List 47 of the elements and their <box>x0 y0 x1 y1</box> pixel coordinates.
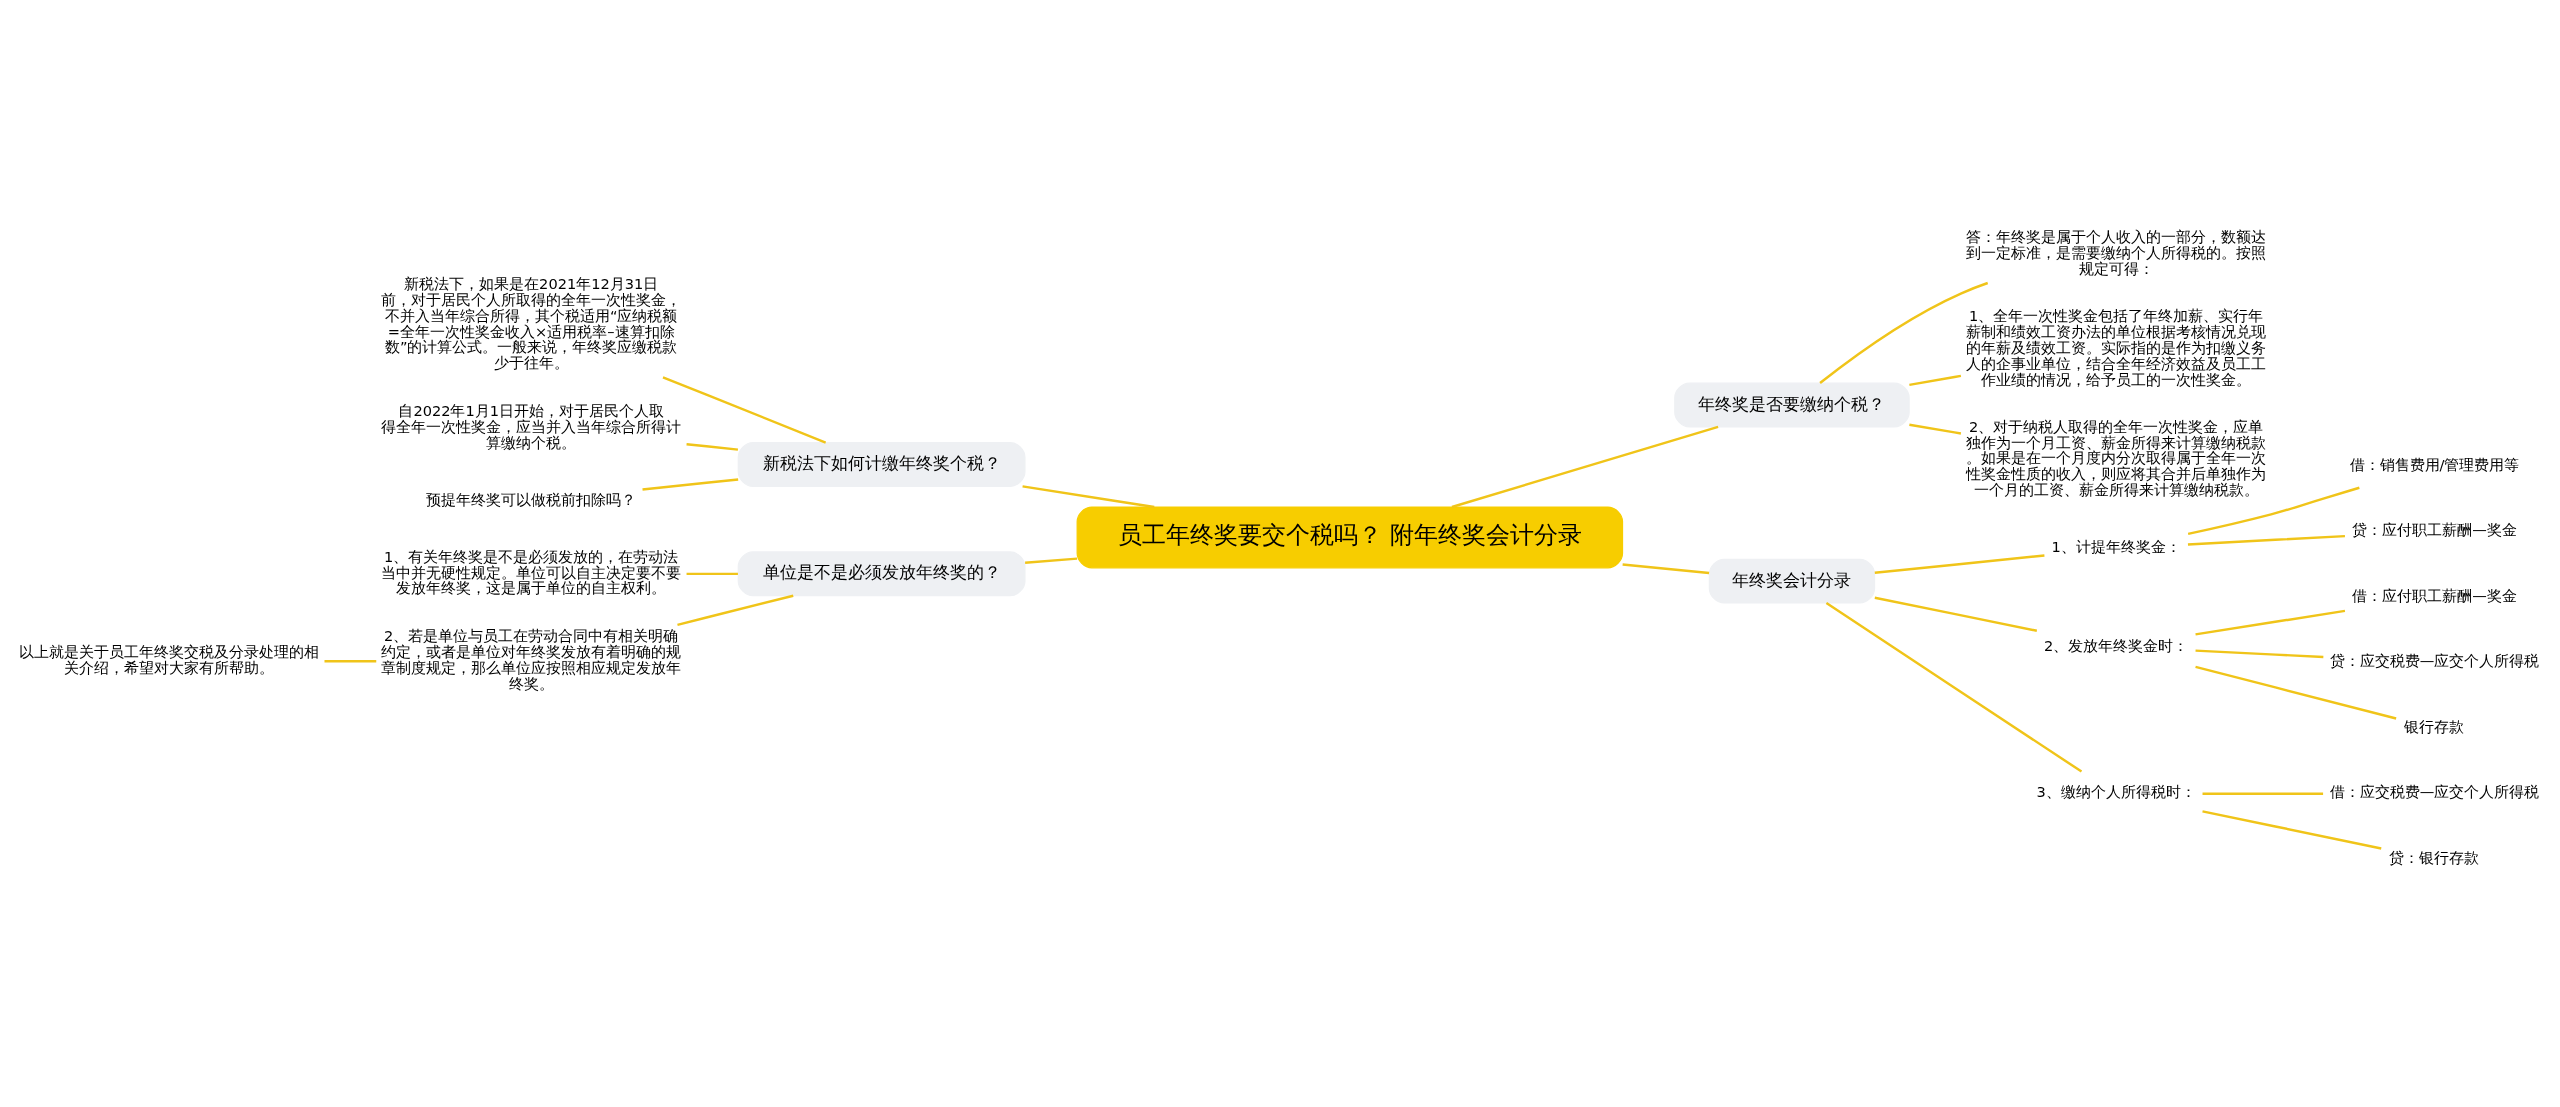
connector <box>1022 485 1155 509</box>
connector <box>1025 557 1078 564</box>
connector <box>2202 792 2324 795</box>
connector <box>686 572 738 576</box>
node-text: 答：年终奖是属于个人收入的一部分，数额达到一定标准，是需要缴纳个人所得税的。按照规定可得： <box>1966 228 2267 277</box>
connector <box>2195 665 2397 720</box>
node-text: 3、缴纳个人所得税时： <box>2036 783 2196 801</box>
connector <box>1622 563 1710 575</box>
node-box: 单位是不是必须发放年终奖的？ <box>737 551 1026 597</box>
connector <box>1874 596 2038 632</box>
node-text: 新税法下，如果是在2021年12月31日前，对于居民个人所取得的全年一次性奖金，不并入当年综合所得，其个税适用“应纳税额=全年一次性奖金收入×适用税率–速算扣除数”的计算公式。一般来说，年终奖应缴税款少于往年。 <box>381 275 682 372</box>
node-box: 年终奖是否要缴纳个税？ <box>1674 382 1910 428</box>
connector <box>662 376 827 444</box>
connector <box>2187 534 2345 546</box>
node-text: 借：应付职工薪酬—奖金 <box>2352 586 2517 604</box>
connector <box>2195 649 2324 659</box>
node-box: 新税法下如何计缴年终奖个税？ <box>737 442 1026 487</box>
node-text: 2、对于纳税人取得的全年一次性奖金，应单独作为一个月工资、薪金所得来计算缴纳税款。如果是在一个月度内分次取得属于全年一次性奖金性质的收入，则应将其合并后单独作为一个月的工资、薪金所得来计算缴纳税款。 <box>1966 417 2267 499</box>
node-text: 1、全年一次性奖金包括了年终加薪、实行年薪制和绩效工资办法的单位根据考核情况兑现的年薪及绩效工资。实际指的是作为扣缴义务人的企事业单位，结合全年经济效益及员工工作业绩的情况，给予员工的一次性奖金。 <box>1966 307 2267 388</box>
node-text: 借：销售费用/管理费用等 <box>2349 455 2520 473</box>
connector <box>1874 554 2045 574</box>
node-text: 借：应交税费—应交个人所得税 <box>2329 783 2540 801</box>
node-text: 自2022年1月1日开始，对于居民个人取得全年一次性奖金，应当并入当年综合所得计算缴纳个税。 <box>381 402 682 451</box>
node-text: 贷：应交税费—应交个人所得税 <box>2329 652 2540 670</box>
connector <box>1825 602 2083 773</box>
node-text: 2、发放年终奖金时： <box>2044 636 2189 654</box>
node-text: 贷：应付职工薪酬—奖金 <box>2352 521 2517 539</box>
connector <box>1819 281 1989 384</box>
node-text: 贷：银行存款 <box>2389 849 2480 867</box>
connector <box>686 443 739 451</box>
connector <box>1909 423 1962 435</box>
node-text: 1、计提年终奖金： <box>2051 538 2181 556</box>
connector <box>677 594 794 627</box>
node-text: 预提年终奖可以做税前扣除吗？ <box>426 490 637 508</box>
connector <box>642 478 739 491</box>
node-box: 年终奖会计分录 <box>1708 558 1876 604</box>
connector <box>324 660 377 663</box>
node-text: 2、若是单位与员工在劳动合同中有相关明确约定，或者是单位对年终奖发放有着明确的规章制度规定，那么单位应按照相应规定发放年终奖。 <box>381 627 682 692</box>
node-box: 员工年终奖要交个税吗？ 附年终奖会计分录 <box>1076 506 1624 569</box>
connector <box>2195 609 2346 636</box>
node-text: 银行存款 <box>2404 717 2465 735</box>
node-text: 以上就是关于员工年终奖交税及分录处理的相关介绍，希望对大家有所帮助。 <box>19 643 320 676</box>
connector <box>2202 810 2382 850</box>
connector <box>1451 425 1719 509</box>
node-text: 1、有关年终奖是不是必须发放的，在劳动法当中并无硬性规定。单位可以自主决定要不要发放年终奖，这是属于单位的自主权利。 <box>381 547 682 597</box>
connector <box>2187 486 2360 536</box>
connector <box>1909 374 1962 387</box>
